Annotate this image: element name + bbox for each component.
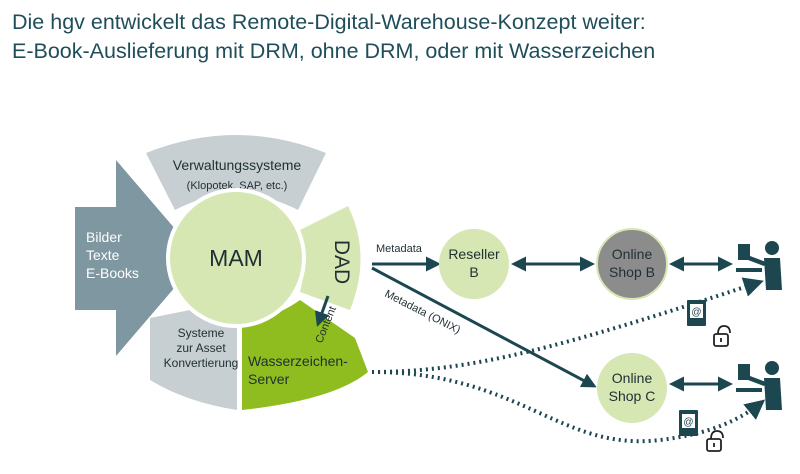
wasserzeichen-label-line-2: Server <box>248 371 290 387</box>
ebook-watermark-icon-2: @ <box>679 410 698 436</box>
page-title: Die hgv entwickelt das Remote-Digital-Wa… <box>12 8 792 66</box>
verwaltungssysteme-label: Verwaltungssysteme <box>173 157 302 173</box>
wasserzeichen-label-line-1: Wasserzeichen- <box>248 353 348 369</box>
shop-b-label-line-2: Shop B <box>609 264 655 280</box>
shop-c-label-line-2: Shop C <box>609 388 656 404</box>
metadata-label: Metadata <box>376 243 423 255</box>
watermark-delivery-path-2 <box>371 370 766 444</box>
reseller-b-label-line-1: Reseller <box>448 246 500 262</box>
shop-b-circle <box>596 228 668 300</box>
input-label-texte: Texte <box>86 247 120 263</box>
wasserzeichen-server-segment <box>242 300 368 410</box>
metadata-onix-arrow <box>371 266 597 388</box>
svg-text:@: @ <box>683 417 693 428</box>
open-lock-icon <box>713 325 731 347</box>
verwaltungssysteme-segment <box>146 135 326 210</box>
shop-c-circle <box>597 353 667 423</box>
svg-text:@: @ <box>691 307 701 318</box>
reader-person-icon-2 <box>736 361 782 410</box>
verwaltungssysteme-sublabel: (Klopotek, SAP, etc.) <box>187 180 288 192</box>
watermark-delivery-path-1 <box>371 277 764 374</box>
mam-label: MAM <box>209 245 263 271</box>
mam-circle <box>166 188 306 328</box>
asset-label-line-1: Systeme <box>178 326 225 340</box>
dad-segment <box>300 206 361 310</box>
input-arrow <box>75 160 200 356</box>
shop-b-label-line-1: Online <box>612 246 653 262</box>
asset-label-line-2: zur Asset <box>176 341 226 355</box>
title-line-2: E-Book-Auslieferung mit DRM, ohne DRM, o… <box>12 39 656 63</box>
input-label-bilder: Bilder <box>86 229 122 245</box>
dad-label: DAD <box>330 240 353 284</box>
open-lock-icon-2 <box>706 430 724 452</box>
asset-label-line-3: Konvertierung <box>164 356 239 370</box>
reader-person-icon <box>736 241 782 290</box>
reseller-b-label-line-2: B <box>469 264 478 280</box>
reseller-b-circle <box>439 229 509 299</box>
content-arrow <box>314 295 330 327</box>
title-line-1: Die hgv entwickelt das Remote-Digital-Wa… <box>12 10 646 34</box>
asset-konvertierung-segment <box>150 307 237 410</box>
ebook-watermark-icon: @ <box>687 300 706 326</box>
shop-c-label-line-1: Online <box>612 370 653 386</box>
input-label-ebooks: E-Books <box>86 265 139 281</box>
